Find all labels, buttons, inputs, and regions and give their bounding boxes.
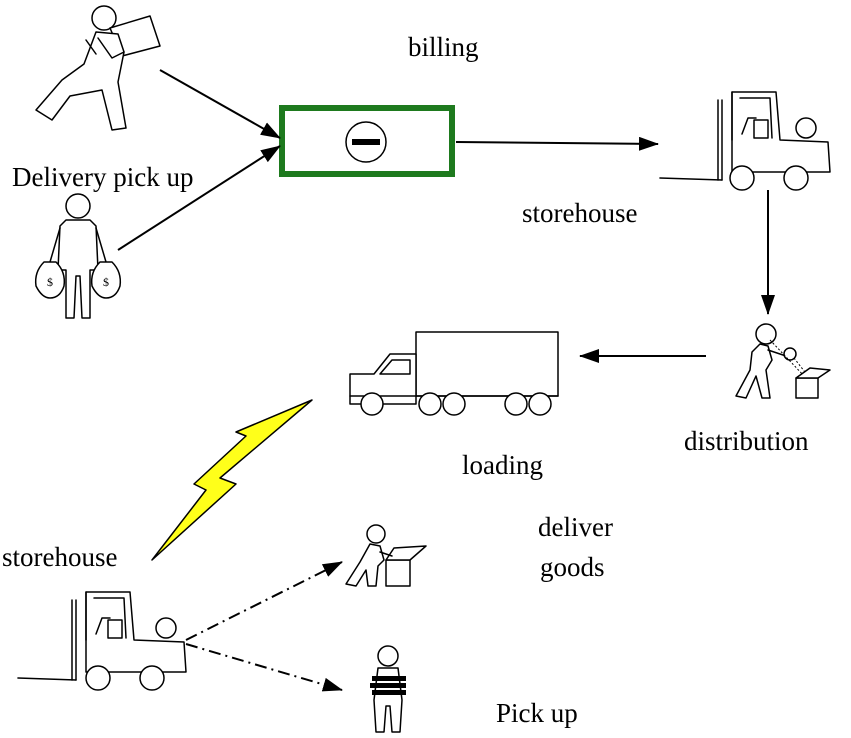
lightning-bolt-icon [151, 399, 313, 561]
forklift-bottom-icon [17, 591, 187, 691]
label-storehouse-top: storehouse [522, 198, 637, 228]
arrow-delivery-to-billing [159, 69, 281, 139]
forklift-top-icon [659, 91, 831, 191]
deliverer-with-box-icon [345, 524, 427, 587]
arrow-billing-to-storehouse [455, 136, 659, 151]
arrow-storehouse-to-deliver-goods [185, 561, 343, 641]
label-billing: billing [408, 32, 479, 62]
arrow-storehouse-to-pick-up [185, 643, 343, 692]
customer-pickup-icon [370, 645, 406, 733]
money-bag-symbol-right: $ [103, 275, 109, 289]
payer-with-money-bags-icon: $ $ [34, 193, 122, 319]
label-distribution: distribution [684, 426, 809, 456]
delivery-person-icon [35, 5, 161, 131]
arrow-payer-to-billing [117, 145, 281, 251]
label-deliver-goods-line2: goods [540, 552, 605, 582]
label-pick-up: Pick up [496, 698, 578, 728]
delivery-truck-icon [349, 331, 559, 416]
label-delivery-pick-up: Delivery pick up [12, 162, 193, 192]
distribution-inspector-icon [735, 323, 831, 399]
billing-box [279, 105, 455, 177]
label-deliver-goods-line1: deliver [538, 512, 613, 542]
money-bag-symbol-left: $ [47, 275, 53, 289]
label-storehouse-bottom: storehouse [2, 542, 117, 572]
label-loading: loading [462, 450, 543, 480]
